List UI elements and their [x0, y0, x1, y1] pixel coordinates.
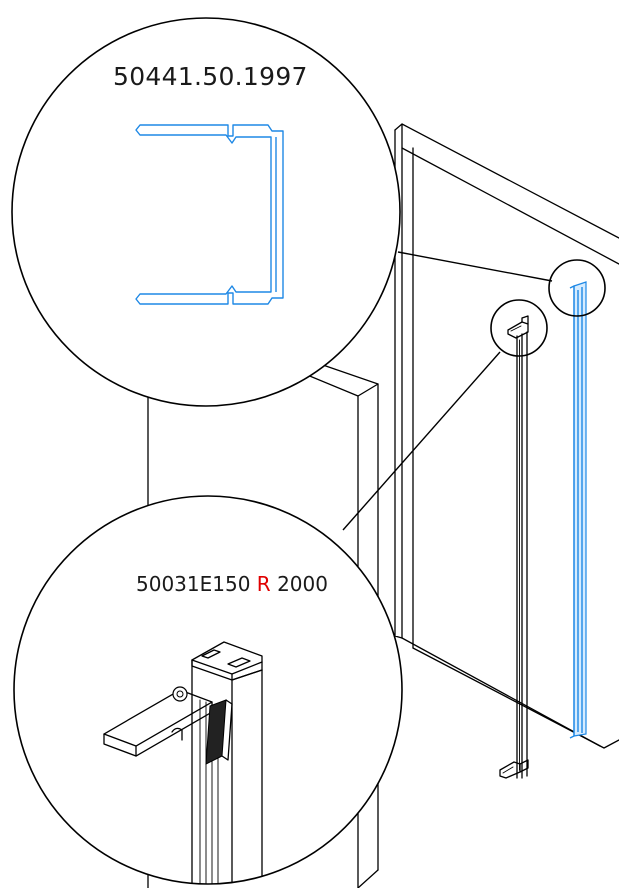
hinge-rail	[499, 315, 529, 779]
detail-marker-profile	[548, 259, 606, 317]
profile-50441-installed	[569, 281, 587, 739]
profile-code-label: 50441.50.1997	[113, 62, 308, 91]
profile-cross-section	[135, 124, 284, 305]
rail-code: 50031E150	[136, 572, 251, 596]
hinge-detail-3d	[103, 641, 263, 884]
detail-circle-top	[11, 17, 401, 407]
detail-marker-rail	[490, 299, 548, 357]
rail-code-label: 50031E150 R 2000	[136, 572, 328, 596]
detail-circle-bottom	[13, 495, 403, 885]
rail-length: 2000	[277, 572, 328, 596]
rail-variant: R	[256, 572, 271, 596]
leader-line-bottom	[342, 351, 501, 531]
leader-line-top	[397, 251, 553, 282]
